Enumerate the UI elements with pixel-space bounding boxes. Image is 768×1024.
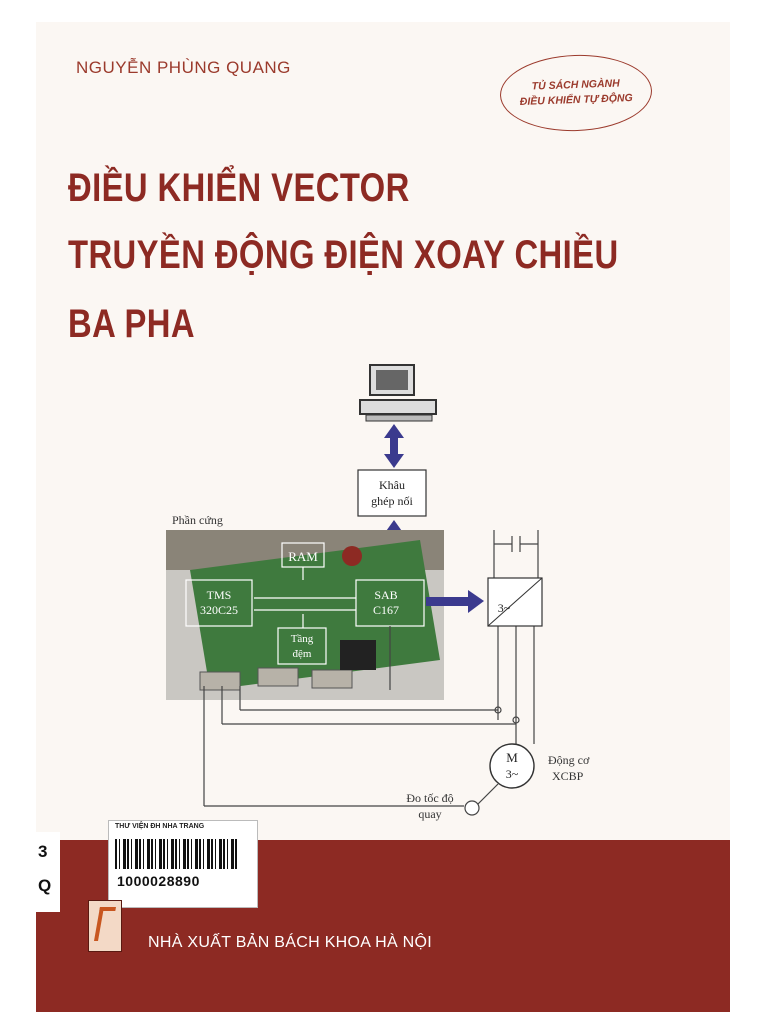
title-line-2: TRUYỀN ĐỘNG ĐIỆN XOAY CHIỀU xyxy=(68,233,619,277)
logo-mark-icon xyxy=(94,907,116,941)
publisher-name: NHÀ XUẤT BẢN BÁCH KHOA HÀ NỘI xyxy=(148,934,433,951)
title-line-1: ĐIỀU KHIỂN VECTOR xyxy=(68,166,410,210)
author-name: NGUYỄN PHÙNG QUANG xyxy=(76,58,291,77)
library-name: THƯ VIỆN ĐH NHA TRANG xyxy=(115,823,205,830)
spine-char-2: Q xyxy=(38,876,52,895)
barcode-bars xyxy=(115,839,239,869)
barcode-number: 1000028890 xyxy=(117,873,200,889)
spine-tag xyxy=(36,832,60,912)
barcode-label: THƯ VIỆN ĐH NHA TRANG 1000028890 xyxy=(108,820,258,908)
title-line-3: BA PHA xyxy=(68,302,195,346)
spine-char-1: 3 xyxy=(38,842,48,861)
publisher-logo xyxy=(88,900,122,952)
series-line-2: ĐIỀU KHIỂN TỰ ĐỘNG xyxy=(519,92,633,108)
